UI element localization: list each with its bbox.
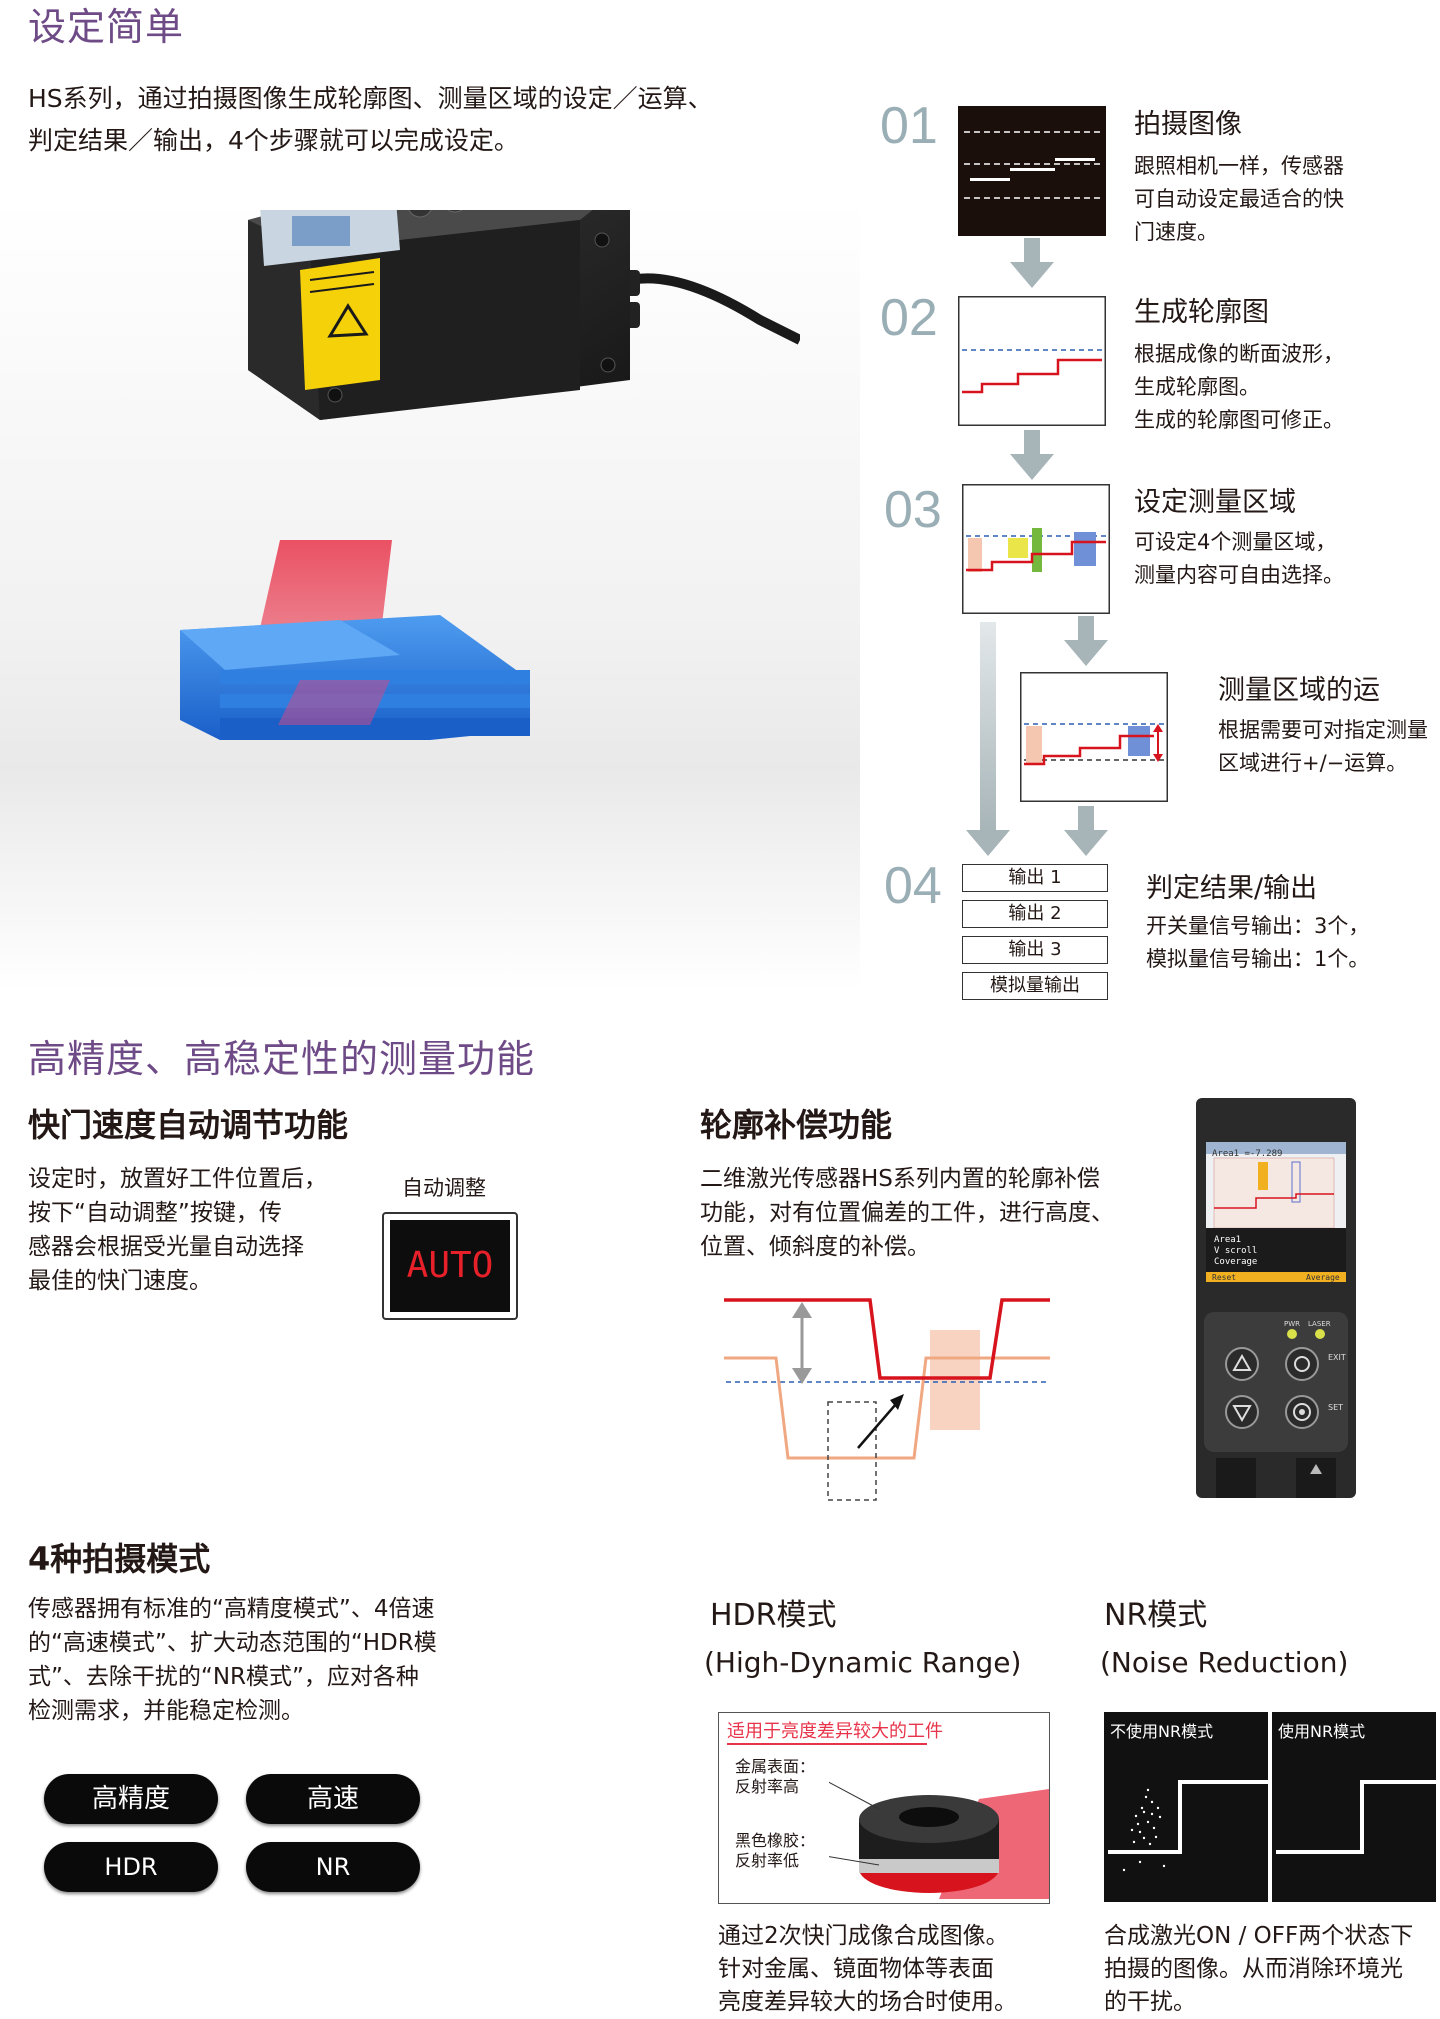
auto-button-caption: 自动调整 — [402, 1176, 486, 1200]
mode-pill-hdr: HDR — [44, 1842, 218, 1892]
step-02-profile-chart — [958, 296, 1106, 426]
nr-off-image: 不使用NR模式 — [1104, 1712, 1268, 1902]
profile-comp-desc: 二维激光传感器HS系列内置的轮廓补偿 功能，对有位置偏差的工件，进行高度、 位置… — [700, 1166, 1114, 1260]
auto-button[interactable]: AUTO — [390, 1220, 510, 1312]
step-number-04: 04 — [884, 857, 942, 915]
arrow-down-long-icon — [966, 622, 1010, 856]
intro-line-1: HS系列，通过拍摄图像生成轮廓图、测量区域的设定／运算、 — [28, 84, 713, 113]
step-operation-desc: 根据需要可对指定测量 区域进行+/−运算。 — [1218, 718, 1428, 775]
section-title-high-precision: 高精度、高稳定性的测量功能 — [28, 1037, 536, 1081]
nr-title: NR模式 — [1104, 1598, 1208, 1633]
section-title-easy-setup: 设定简单 — [28, 5, 185, 49]
output-1-box: 输出 1 — [962, 864, 1108, 892]
intro-line-2: 判定结果／输出，4个步骤就可以完成设定。 — [28, 126, 519, 155]
hdr-banner-underline — [727, 1743, 927, 1745]
svg-text:Area1: Area1 — [1214, 1235, 1241, 1245]
step-01-title: 拍摄图像 — [1134, 109, 1242, 140]
hdr-subtitle: (High-Dynamic Range) — [704, 1646, 1022, 1679]
step-operation-chart — [1020, 672, 1168, 802]
hdr-illustration: 适用于亮度差异较大的工件 金属表面： 反射率高 黑色橡胶： 反射率低 — [718, 1712, 1050, 1904]
step-04-title: 判定结果/输出 — [1146, 873, 1318, 904]
step-02-desc: 根据成像的断面波形， 生成轮廓图。 生成的轮廓图可修正。 — [1134, 342, 1344, 432]
hdr-label-rubber: 黑色橡胶： 反射率低 — [735, 1831, 816, 1870]
step-01-desc: 跟照相机一样，传感器 可自动设定最适合的快 门速度。 — [1134, 154, 1344, 244]
profile-compensation-diagram — [724, 1298, 1050, 1501]
hdr-title: HDR模式 — [710, 1598, 837, 1633]
output-2-box: 输出 2 — [962, 900, 1108, 928]
hdr-banner: 适用于亮度差异较大的工件 — [727, 1721, 943, 1742]
svg-text:EXIT: EXIT — [1328, 1353, 1346, 1362]
auto-button-frame: AUTO — [382, 1212, 518, 1320]
output-3-box: 输出 3 — [962, 936, 1108, 964]
screen-area-value: Area1 =-7.289 — [1212, 1149, 1282, 1159]
arrow-down-icon — [1064, 806, 1108, 856]
step-number-03: 03 — [884, 481, 942, 539]
svg-text:SET: SET — [1328, 1403, 1343, 1412]
output-list: 输出 1 输出 2 输出 3 模拟量输出 — [962, 864, 1108, 1000]
modes-desc: 传感器拥有标准的“高精度模式”、4倍速 的“高速模式”、扩大动态范围的“HDR模… — [28, 1596, 437, 1724]
step-04-desc: 开关量信号输出：3个， 模拟量信号输出：1个。 — [1146, 914, 1370, 971]
nr-desc: 合成激光ON / OFF两个状态下 拍摄的图像。从而消除环境光 的干扰。 — [1104, 1923, 1414, 2015]
step-operation-title: 测量区域的运 — [1218, 675, 1380, 706]
arrow-down-icon — [1010, 238, 1054, 288]
step-03-desc: 可设定4个测量区域， 测量内容可自由选择。 — [1134, 530, 1344, 587]
step-number-02: 02 — [880, 289, 938, 347]
hdr-workpiece-image — [829, 1781, 1049, 1899]
step-number-01: 01 — [880, 97, 938, 155]
hdr-desc: 通过2次快门成像合成图像。 针对金属、镜面物体等表面 亮度差异较大的场合时使用。 — [718, 1923, 1017, 2015]
svg-text:Coverage: Coverage — [1214, 1257, 1257, 1267]
nr-on-image: 使用NR模式 — [1272, 1712, 1436, 1902]
step-03-title: 设定测量区域 — [1134, 487, 1296, 518]
mode-pill-high-speed: 高速 — [246, 1774, 420, 1824]
analog-output-box: 模拟量输出 — [962, 972, 1108, 1000]
intro-text: HS系列，通过拍摄图像生成轮廓图、测量区域的设定／运算、 判定结果／输出，4个步… — [28, 78, 713, 162]
profile-comp-title: 轮廓补偿功能 — [700, 1106, 893, 1144]
shutter-desc: 设定时，放置好工件位置后， 按下“自动调整”按键，传 感器会根据受光量自动选择 … — [28, 1166, 327, 1294]
step-01-camera-image — [958, 106, 1106, 236]
step-03-area-chart — [962, 484, 1110, 614]
modes-title: 4种拍摄模式 — [28, 1540, 211, 1578]
sensor-product-illustration — [180, 210, 800, 740]
sensor-panel-illustration: Area1 =-7.289 Area1 V scroll Coverage Re… — [1196, 1098, 1356, 1498]
mode-pill-high-precision: 高精度 — [44, 1774, 218, 1824]
shutter-title: 快门速度自动调节功能 — [28, 1106, 349, 1144]
nr-subtitle: (Noise Reduction) — [1100, 1646, 1349, 1679]
step-02-title: 生成轮廓图 — [1134, 297, 1269, 328]
svg-text:Reset: Reset — [1212, 1273, 1236, 1282]
svg-text:V scroll: V scroll — [1214, 1246, 1257, 1256]
svg-text:PWR: PWR — [1284, 1320, 1300, 1328]
hdr-label-metal: 金属表面： 反射率高 — [735, 1757, 816, 1796]
arrow-down-icon — [1010, 430, 1054, 480]
svg-text:Average: Average — [1306, 1273, 1340, 1282]
arrow-down-icon — [1064, 616, 1108, 666]
mode-pill-nr: NR — [246, 1842, 420, 1892]
svg-text:LASER: LASER — [1308, 1320, 1331, 1328]
